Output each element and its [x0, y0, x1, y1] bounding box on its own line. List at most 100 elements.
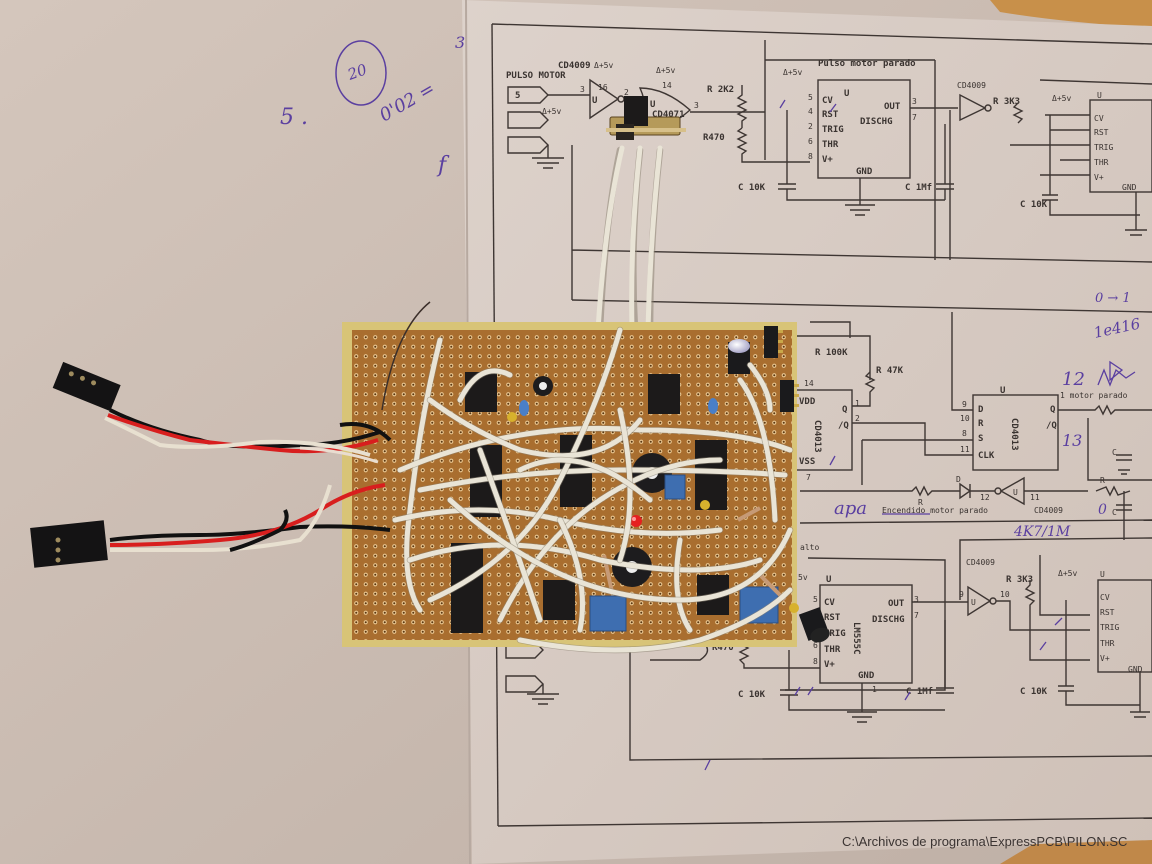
handwritten-five: 5 .: [280, 105, 308, 130]
pin-header-middle[interactable]: [780, 380, 799, 412]
schematic-bottom-section: alto 5v CV RST TRIG THR V+ 5 6 8 OUT DIS…: [505, 530, 1152, 761]
lm555-top-right: [1089, 99, 1152, 193]
handwritten-value: 13: [1062, 431, 1082, 450]
timer-unit: U: [844, 89, 849, 99]
cd4013-label-first: CD4013: [812, 420, 822, 453]
trimmer-pot[interactable]: [533, 376, 553, 396]
servo-connector-bottom[interactable]: [30, 483, 391, 568]
ceramic-cap: [708, 398, 718, 414]
timer-unit: U: [1097, 91, 1102, 100]
timer-vcc: Δ+5v: [783, 68, 802, 77]
pin-label: 11: [960, 445, 970, 454]
schematic-top-right-section: CD4009 R 3K3 CV RST TRIG THR V+ GND Δ+5v…: [949, 79, 1152, 260]
pin-label: 2: [808, 122, 813, 131]
handwritten-value: 4K7/1M: [1013, 524, 1071, 540]
pin-label: 5: [808, 93, 813, 102]
motor-parado-label: 1 motor parado: [1060, 391, 1128, 400]
resistor-label-top: R470: [703, 133, 725, 143]
flipflop-pin: CLK: [978, 451, 995, 461]
servo-plug-housing: [30, 520, 108, 568]
servo-pin: [68, 371, 74, 377]
pin-label: 2: [624, 88, 629, 97]
flipflop-pin: /Q: [1046, 421, 1057, 431]
pin-label: 1: [855, 399, 860, 408]
resistor-label-bottom-right: R 3K3: [1006, 575, 1033, 585]
timer-pin: DISCHG: [872, 615, 905, 625]
blue-preset-pot[interactable]: [589, 595, 627, 632]
cap-label: C 10K: [1020, 687, 1048, 697]
timer-pin: THR: [822, 140, 839, 150]
led-highlight: [632, 517, 636, 521]
handwritten-circled-number: 20: [344, 60, 369, 84]
led-resistor-label: R: [918, 498, 923, 507]
lm555-top: [817, 79, 911, 179]
tantalum-cap: [700, 500, 710, 510]
section-title-pulso: Pulso motor parado: [818, 59, 916, 69]
timer-pin: DISCHG: [860, 117, 893, 127]
timer-pin: V+: [1094, 173, 1104, 182]
pin-label: 3: [580, 85, 585, 94]
pin-label: 16: [598, 83, 608, 92]
pin-label: 14: [804, 379, 814, 388]
slide-switch[interactable]: [595, 96, 686, 334]
timer-unit: U: [1100, 570, 1105, 579]
ic-dip14: [695, 440, 727, 510]
inverter-vcc-top: Δ+5v: [594, 61, 613, 70]
timer-vcc: Δ+5v: [1052, 94, 1071, 103]
pot-label-top: R 2K2: [707, 85, 734, 95]
timer-pin: CV: [824, 598, 835, 608]
five-volt-label: 5v: [798, 573, 808, 582]
pin-label: 3: [912, 97, 917, 106]
thin-wire: [381, 301, 431, 411]
timer-pin: GND: [1128, 665, 1143, 674]
pin-label: 11: [1030, 493, 1040, 502]
pin-label: 8: [813, 657, 818, 666]
handwritten-value: 12: [1062, 369, 1085, 390]
pin-label: 1: [872, 685, 877, 694]
blue-preset-pot[interactable]: [664, 474, 686, 500]
switch-actuator[interactable]: [624, 96, 648, 126]
handwritten-apa: apa: [834, 498, 867, 519]
pin-label: 8: [808, 152, 813, 161]
timer-pin: RST: [822, 110, 839, 120]
or-gate-chip: CD4071: [652, 110, 685, 120]
handwritten-value: 0: [1098, 502, 1107, 518]
timer-pin: TRIG: [824, 629, 846, 639]
schematic-middle-section: R 100K R 47K VDD 14 Q 1 /Q 2 VSS 7 CD401…: [571, 299, 1152, 540]
ic-dip8: [543, 580, 575, 620]
encendido-caption: Encendido motor parado: [882, 506, 988, 515]
timer-pin: THR: [824, 645, 841, 655]
servo-pin: [55, 537, 61, 543]
pin-header-top[interactable]: [764, 326, 783, 358]
inverter-unit-mid: U: [1013, 488, 1018, 497]
electrolytic-cap-top: [728, 339, 750, 374]
pin-label: 10: [1000, 590, 1010, 599]
pin-label: 8: [962, 429, 967, 438]
lm555-bottom-right: [1097, 579, 1152, 673]
servo-pin: [79, 375, 85, 381]
cap-label: C 10K: [738, 183, 766, 193]
timer-pin: RST: [824, 613, 841, 623]
ic-dip8: [648, 374, 680, 414]
vcc-label-input: Δ+5v: [542, 107, 561, 116]
flipflop-pin: D: [978, 405, 984, 415]
servo-connector-top[interactable]: [52, 361, 392, 464]
jumper-wires: [391, 326, 794, 654]
servo-pin: [55, 557, 61, 563]
flipflop-pin: VDD: [799, 397, 816, 407]
pin-label: 7: [912, 113, 917, 122]
handwritten-value: 0 → 1: [1095, 291, 1131, 306]
resistor-label-tr: R 3K3: [993, 97, 1020, 107]
led-label: D: [956, 475, 961, 484]
inverter-unit-bottom: U: [971, 598, 976, 607]
pin-label: 4: [808, 107, 813, 116]
inverter-chip-top: CD4009: [558, 61, 591, 71]
wood-table-corner: [990, 0, 1152, 28]
ceramic-cap: [519, 400, 529, 416]
pin-label: 7: [914, 611, 919, 620]
timer-vcc: Δ+5v: [1058, 569, 1077, 578]
pin-label: 5: [813, 595, 818, 604]
timer-pin: GND: [856, 167, 873, 177]
timer-pin: V+: [1100, 654, 1110, 663]
